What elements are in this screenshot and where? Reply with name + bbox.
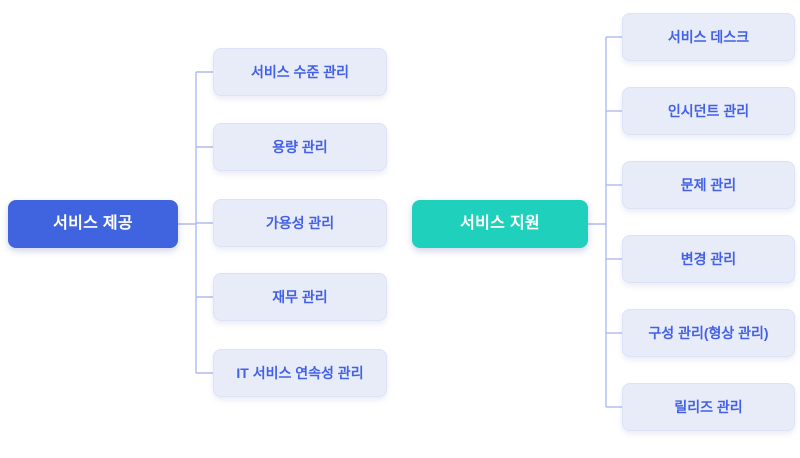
- leaf-node-service-delivery-0[interactable]: 서비스 수준 관리: [213, 48, 387, 96]
- leaf-node-service-support-0-label: 서비스 데스크: [667, 28, 750, 45]
- leaf-node-service-delivery-4[interactable]: IT 서비스 연속성 관리: [213, 349, 387, 397]
- leaf-node-service-support-1-label: 인시던트 관리: [667, 102, 750, 119]
- leaf-node-service-support-2[interactable]: 문제 관리: [622, 161, 795, 209]
- root-node-service-delivery-label: 서비스 제공: [53, 215, 133, 233]
- leaf-node-service-delivery-0-label: 서비스 수준 관리: [251, 63, 349, 80]
- root-node-service-delivery[interactable]: 서비스 제공: [8, 200, 178, 248]
- leaf-node-service-delivery-2-label: 가용성 관리: [265, 214, 335, 231]
- leaf-node-service-delivery-3[interactable]: 재무 관리: [213, 273, 387, 321]
- leaf-node-service-delivery-3-label: 재무 관리: [272, 288, 328, 305]
- leaf-node-service-support-2-label: 문제 관리: [680, 176, 737, 193]
- root-node-service-support[interactable]: 서비스 지원: [412, 200, 588, 248]
- leaf-node-service-delivery-1[interactable]: 용량 관리: [213, 123, 387, 171]
- leaf-node-service-support-5-label: 릴리즈 관리: [674, 398, 743, 415]
- leaf-node-service-delivery-1-label: 용량 관리: [272, 138, 328, 155]
- leaf-node-service-support-3-label: 변경 관리: [680, 250, 737, 267]
- leaf-node-service-support-1[interactable]: 인시던트 관리: [622, 87, 795, 135]
- leaf-node-service-support-0[interactable]: 서비스 데스크: [622, 13, 795, 61]
- leaf-node-service-support-4[interactable]: 구성 관리(형상 관리): [622, 309, 795, 357]
- leaf-node-service-delivery-2[interactable]: 가용성 관리: [213, 199, 387, 247]
- leaf-node-service-support-5[interactable]: 릴리즈 관리: [622, 383, 795, 431]
- leaf-node-service-support-4-label: 구성 관리(형상 관리): [648, 324, 769, 341]
- leaf-node-service-support-3[interactable]: 변경 관리: [622, 235, 795, 283]
- leaf-node-service-delivery-4-label: IT 서비스 연속성 관리: [236, 364, 364, 381]
- root-node-service-support-label: 서비스 지원: [460, 215, 540, 233]
